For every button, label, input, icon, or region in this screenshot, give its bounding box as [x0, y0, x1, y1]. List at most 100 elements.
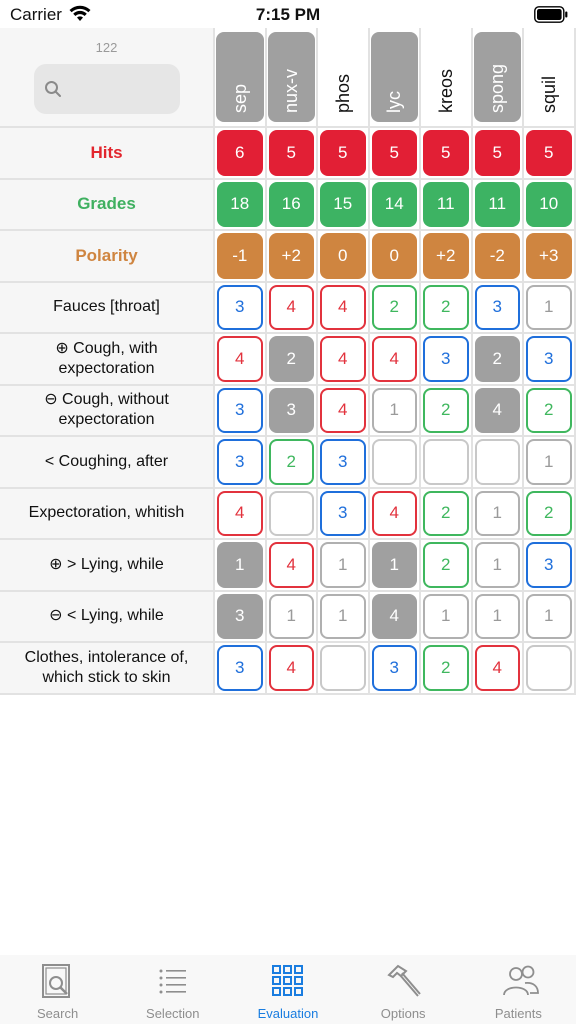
grade-cell[interactable]: 4: [266, 540, 316, 590]
remedy-header-squil[interactable]: squil: [524, 28, 574, 126]
grade-cell[interactable]: 3: [524, 540, 574, 590]
remedy-header-lyc[interactable]: lyc: [369, 28, 419, 126]
grade-cell[interactable]: 3: [318, 488, 368, 538]
grade-cell[interactable]: 4: [266, 643, 316, 693]
grades-cell[interactable]: 18: [215, 179, 265, 229]
grade-cell[interactable]: 2: [421, 488, 471, 538]
grade-cell[interactable]: 2: [421, 643, 471, 693]
grade-cell[interactable]: 2: [421, 540, 471, 590]
polarity-cell[interactable]: +2: [421, 231, 471, 281]
grade-cell[interactable]: 1: [472, 540, 522, 590]
search-input[interactable]: [68, 76, 168, 102]
grade-cell[interactable]: [266, 488, 316, 538]
remedy-header-kreos[interactable]: kreos: [421, 28, 471, 126]
grades-cell[interactable]: 16: [266, 179, 316, 229]
grade-cell[interactable]: 3: [524, 334, 574, 384]
grade-cell[interactable]: 1: [369, 385, 419, 435]
grade-cell[interactable]: 4: [369, 591, 419, 641]
hits-cell[interactable]: 5: [369, 128, 419, 178]
grade-cell[interactable]: 3: [318, 437, 368, 487]
grade-cell[interactable]: 4: [266, 282, 316, 332]
remedy-header-nux-v[interactable]: nux-v: [266, 28, 316, 126]
grade-cell[interactable]: 3: [215, 282, 265, 332]
grade-cell[interactable]: 4: [318, 385, 368, 435]
symptom-label[interactable]: ⊖ Cough, without expectoration: [0, 385, 213, 435]
grade-cell[interactable]: 2: [369, 282, 419, 332]
grades-cell[interactable]: 11: [421, 179, 471, 229]
tab-search[interactable]: Search: [0, 955, 115, 1024]
symptom-label[interactable]: < Coughing, after: [0, 437, 213, 487]
grade-cell[interactable]: [472, 437, 522, 487]
grade-cell[interactable]: 4: [318, 334, 368, 384]
remedy-header-spong[interactable]: spong: [472, 28, 522, 126]
grade-cell[interactable]: 4: [369, 334, 419, 384]
polarity-cell[interactable]: -2: [472, 231, 522, 281]
hits-cell[interactable]: 5: [318, 128, 368, 178]
grade-cell[interactable]: 1: [524, 282, 574, 332]
grade-cell[interactable]: [524, 643, 574, 693]
grade-cell[interactable]: 1: [266, 591, 316, 641]
grade-cell[interactable]: 2: [421, 282, 471, 332]
grades-cell[interactable]: 14: [369, 179, 419, 229]
grade-cell[interactable]: 2: [266, 334, 316, 384]
grade-cell[interactable]: 4: [472, 385, 522, 435]
grade-cell[interactable]: [318, 643, 368, 693]
hits-cell[interactable]: 5: [472, 128, 522, 178]
grade-cell[interactable]: 1: [524, 437, 574, 487]
grade-cell[interactable]: 1: [318, 540, 368, 590]
grade-cell[interactable]: 2: [421, 385, 471, 435]
remedy-header-sep[interactable]: sep: [215, 28, 265, 126]
grades-cell[interactable]: 10: [524, 179, 574, 229]
hits-cell[interactable]: 5: [266, 128, 316, 178]
remedy-header-phos[interactable]: phos: [318, 28, 368, 126]
grade-cell[interactable]: 1: [524, 591, 574, 641]
grade-cell[interactable]: 3: [369, 643, 419, 693]
polarity-cell[interactable]: +3: [524, 231, 574, 281]
grade-cell[interactable]: [421, 437, 471, 487]
grade-cell[interactable]: 1: [318, 591, 368, 641]
grade-cell[interactable]: 2: [266, 437, 316, 487]
symptom-label[interactable]: Expectoration, whitish: [0, 488, 213, 538]
grade-cell[interactable]: 1: [369, 540, 419, 590]
polarity-cell[interactable]: 0: [369, 231, 419, 281]
tab-options[interactable]: Options: [346, 955, 461, 1024]
hits-cell[interactable]: 5: [524, 128, 574, 178]
grade-cell[interactable]: 2: [472, 334, 522, 384]
grade-cell[interactable]: [369, 437, 419, 487]
grade-cell[interactable]: 2: [524, 488, 574, 538]
grade-cell[interactable]: 4: [215, 488, 265, 538]
grade-cell[interactable]: 2: [524, 385, 574, 435]
tab-evaluation[interactable]: Evaluation: [230, 955, 345, 1024]
grade-cell[interactable]: 3: [266, 385, 316, 435]
grades-cell[interactable]: 15: [318, 179, 368, 229]
grade-cell[interactable]: 3: [215, 643, 265, 693]
grade-value: 1: [526, 439, 572, 485]
symptom-label[interactable]: ⊕ Cough, with expectoration: [0, 334, 213, 384]
symptom-label[interactable]: ⊕ > Lying, while: [0, 540, 213, 590]
search-field[interactable]: [34, 64, 180, 114]
hits-cell[interactable]: 6: [215, 128, 265, 178]
grade-cell[interactable]: 3: [215, 591, 265, 641]
tab-selection[interactable]: Selection: [115, 955, 230, 1024]
grade-cell[interactable]: 4: [215, 334, 265, 384]
grade-cell[interactable]: 3: [472, 282, 522, 332]
polarity-cell[interactable]: +2: [266, 231, 316, 281]
symptom-label[interactable]: Clothes, intolerance of, which stick to …: [0, 643, 213, 693]
grade-cell[interactable]: 3: [215, 385, 265, 435]
grade-cell[interactable]: 3: [215, 437, 265, 487]
grade-cell[interactable]: 3: [421, 334, 471, 384]
hits-cell[interactable]: 5: [421, 128, 471, 178]
grades-cell[interactable]: 11: [472, 179, 522, 229]
grade-cell[interactable]: 1: [472, 591, 522, 641]
symptom-label[interactable]: ⊖ < Lying, while: [0, 591, 213, 641]
grade-cell[interactable]: 1: [215, 540, 265, 590]
grade-cell[interactable]: 1: [421, 591, 471, 641]
grade-cell[interactable]: 4: [472, 643, 522, 693]
symptom-label[interactable]: Fauces [throat]: [0, 282, 213, 332]
grade-cell[interactable]: 1: [472, 488, 522, 538]
grade-cell[interactable]: 4: [318, 282, 368, 332]
polarity-cell[interactable]: 0: [318, 231, 368, 281]
polarity-cell[interactable]: -1: [215, 231, 265, 281]
tab-patients[interactable]: Patients: [461, 955, 576, 1024]
grade-cell[interactable]: 4: [369, 488, 419, 538]
